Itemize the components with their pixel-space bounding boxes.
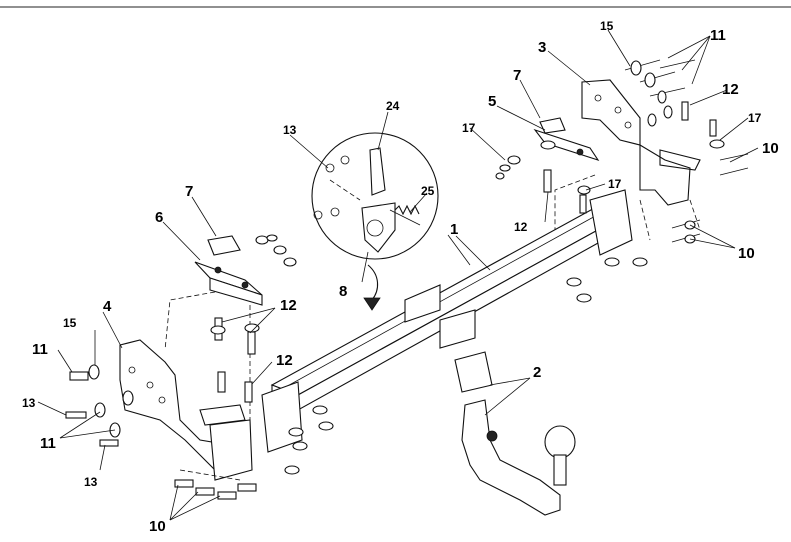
- callout-1: 1: [450, 221, 458, 238]
- callout-12-left-top: 12: [280, 297, 297, 314]
- callout-12-right-top: 12: [722, 81, 739, 98]
- tow-ball-neck: [454, 351, 576, 516]
- callout-12-left-mid: 12: [276, 352, 293, 369]
- callout-17-mid: 17: [608, 177, 622, 191]
- callout-2: 2: [533, 364, 541, 381]
- callout-15-left: 15: [63, 316, 77, 330]
- callout-5: 5: [488, 93, 496, 110]
- callout-17-right: 17: [748, 111, 762, 125]
- callout-11-left-bottom: 11: [40, 435, 56, 452]
- callout-3: 3: [538, 39, 546, 56]
- callout-17-left: 17: [462, 121, 476, 135]
- fasteners: [65, 59, 749, 500]
- callout-10-right-low: 10: [738, 245, 755, 262]
- callout-10-right-high: 10: [762, 140, 779, 157]
- callout-25: 25: [421, 184, 435, 198]
- socket-detail-callout: [311, 132, 439, 311]
- callout-11-left-top: 11: [32, 341, 48, 358]
- callout-11-top: 11: [710, 27, 726, 44]
- callout-4: 4: [103, 298, 112, 315]
- callout-7-left: 7: [185, 183, 193, 200]
- left-plate: [194, 235, 263, 306]
- left-side-bracket: [119, 339, 253, 481]
- callout-24: 24: [386, 99, 400, 113]
- callout-6: 6: [155, 209, 163, 226]
- callout-10-left: 10: [149, 518, 166, 535]
- leader-lines: [37, 29, 759, 521]
- callout-7-right: 7: [513, 67, 521, 84]
- callout-8: 8: [339, 283, 347, 300]
- crossbar-part: [261, 189, 633, 453]
- right-side-bracket: [581, 79, 701, 206]
- right-plate: [533, 117, 600, 162]
- callout-13-detail: 13: [283, 123, 297, 137]
- callout-12-right-mid: 12: [514, 220, 528, 234]
- callout-labels: 1 2 3 4 5 6 7 7 8 10 10 10 11 11 11 12 1…: [22, 19, 779, 535]
- callout-13-left-bottom: 13: [84, 475, 98, 489]
- callout-13-left-top: 13: [22, 396, 36, 410]
- callout-15-top: 15: [600, 19, 614, 33]
